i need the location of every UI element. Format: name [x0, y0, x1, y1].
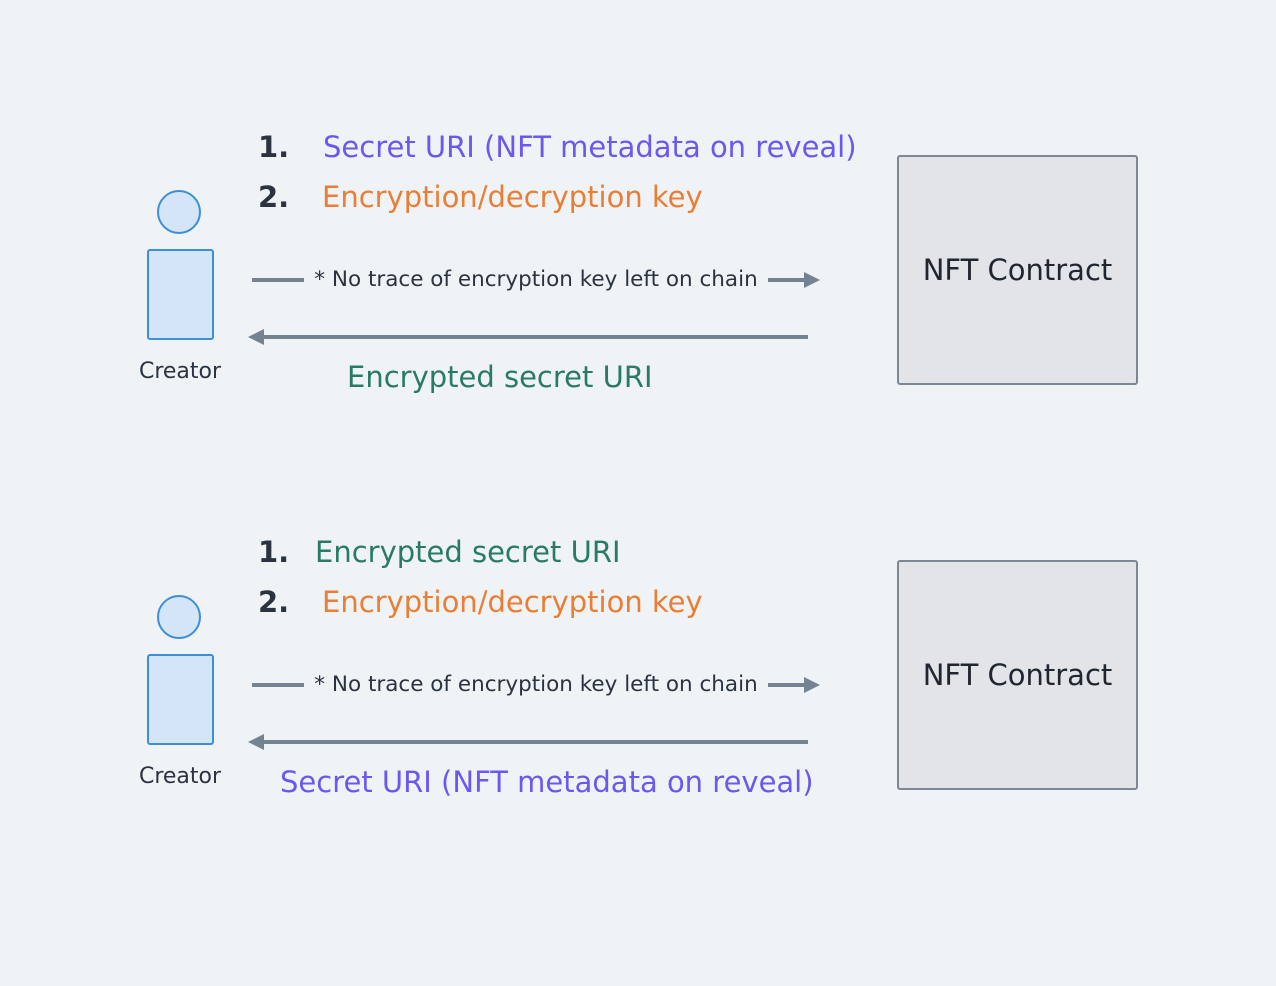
arrows [248, 677, 820, 750]
step-1-number: 1. [258, 130, 290, 164]
nft-contract-label: NFT Contract [922, 658, 1113, 692]
creator-label: Creator [138, 359, 222, 384]
creator-label: Creator [138, 764, 222, 789]
return-label: Encrypted secret URI [347, 360, 653, 394]
step-1-text: Secret URI (NFT metadata on reveal) [323, 130, 857, 164]
return-label: Secret URI (NFT metadata on reveal) [280, 765, 814, 799]
step-2-text: Encryption/decryption key [322, 585, 703, 619]
forward-arrowhead [804, 677, 820, 693]
return-arrowhead [248, 734, 264, 750]
step-2-number: 2. [258, 180, 290, 214]
arrows [248, 272, 820, 345]
forward-arrowhead [804, 272, 820, 288]
return-arrowhead [248, 329, 264, 345]
step-1-text: Encrypted secret URI [315, 535, 621, 569]
nft-contract-box: NFT Contract [897, 155, 1138, 385]
decrypt-flow-panel: 1. Encrypted secret URI 2. Encryption/de… [0, 525, 1276, 825]
creator-head-icon [157, 595, 201, 639]
creator-body-icon [147, 249, 214, 340]
step-2-text: Encryption/decryption key [322, 180, 703, 214]
encrypt-flow-panel: 1. Secret URI (NFT metadata on reveal) 2… [0, 120, 1276, 420]
creator-body-icon [147, 654, 214, 745]
step-2-number: 2. [258, 585, 290, 619]
forward-note: * No trace of encryption key left on cha… [314, 267, 758, 292]
creator-head-icon [157, 190, 201, 234]
forward-note: * No trace of encryption key left on cha… [314, 672, 758, 697]
nft-contract-label: NFT Contract [922, 253, 1113, 287]
nft-contract-box: NFT Contract [897, 560, 1138, 790]
step-1-number: 1. [258, 535, 290, 569]
